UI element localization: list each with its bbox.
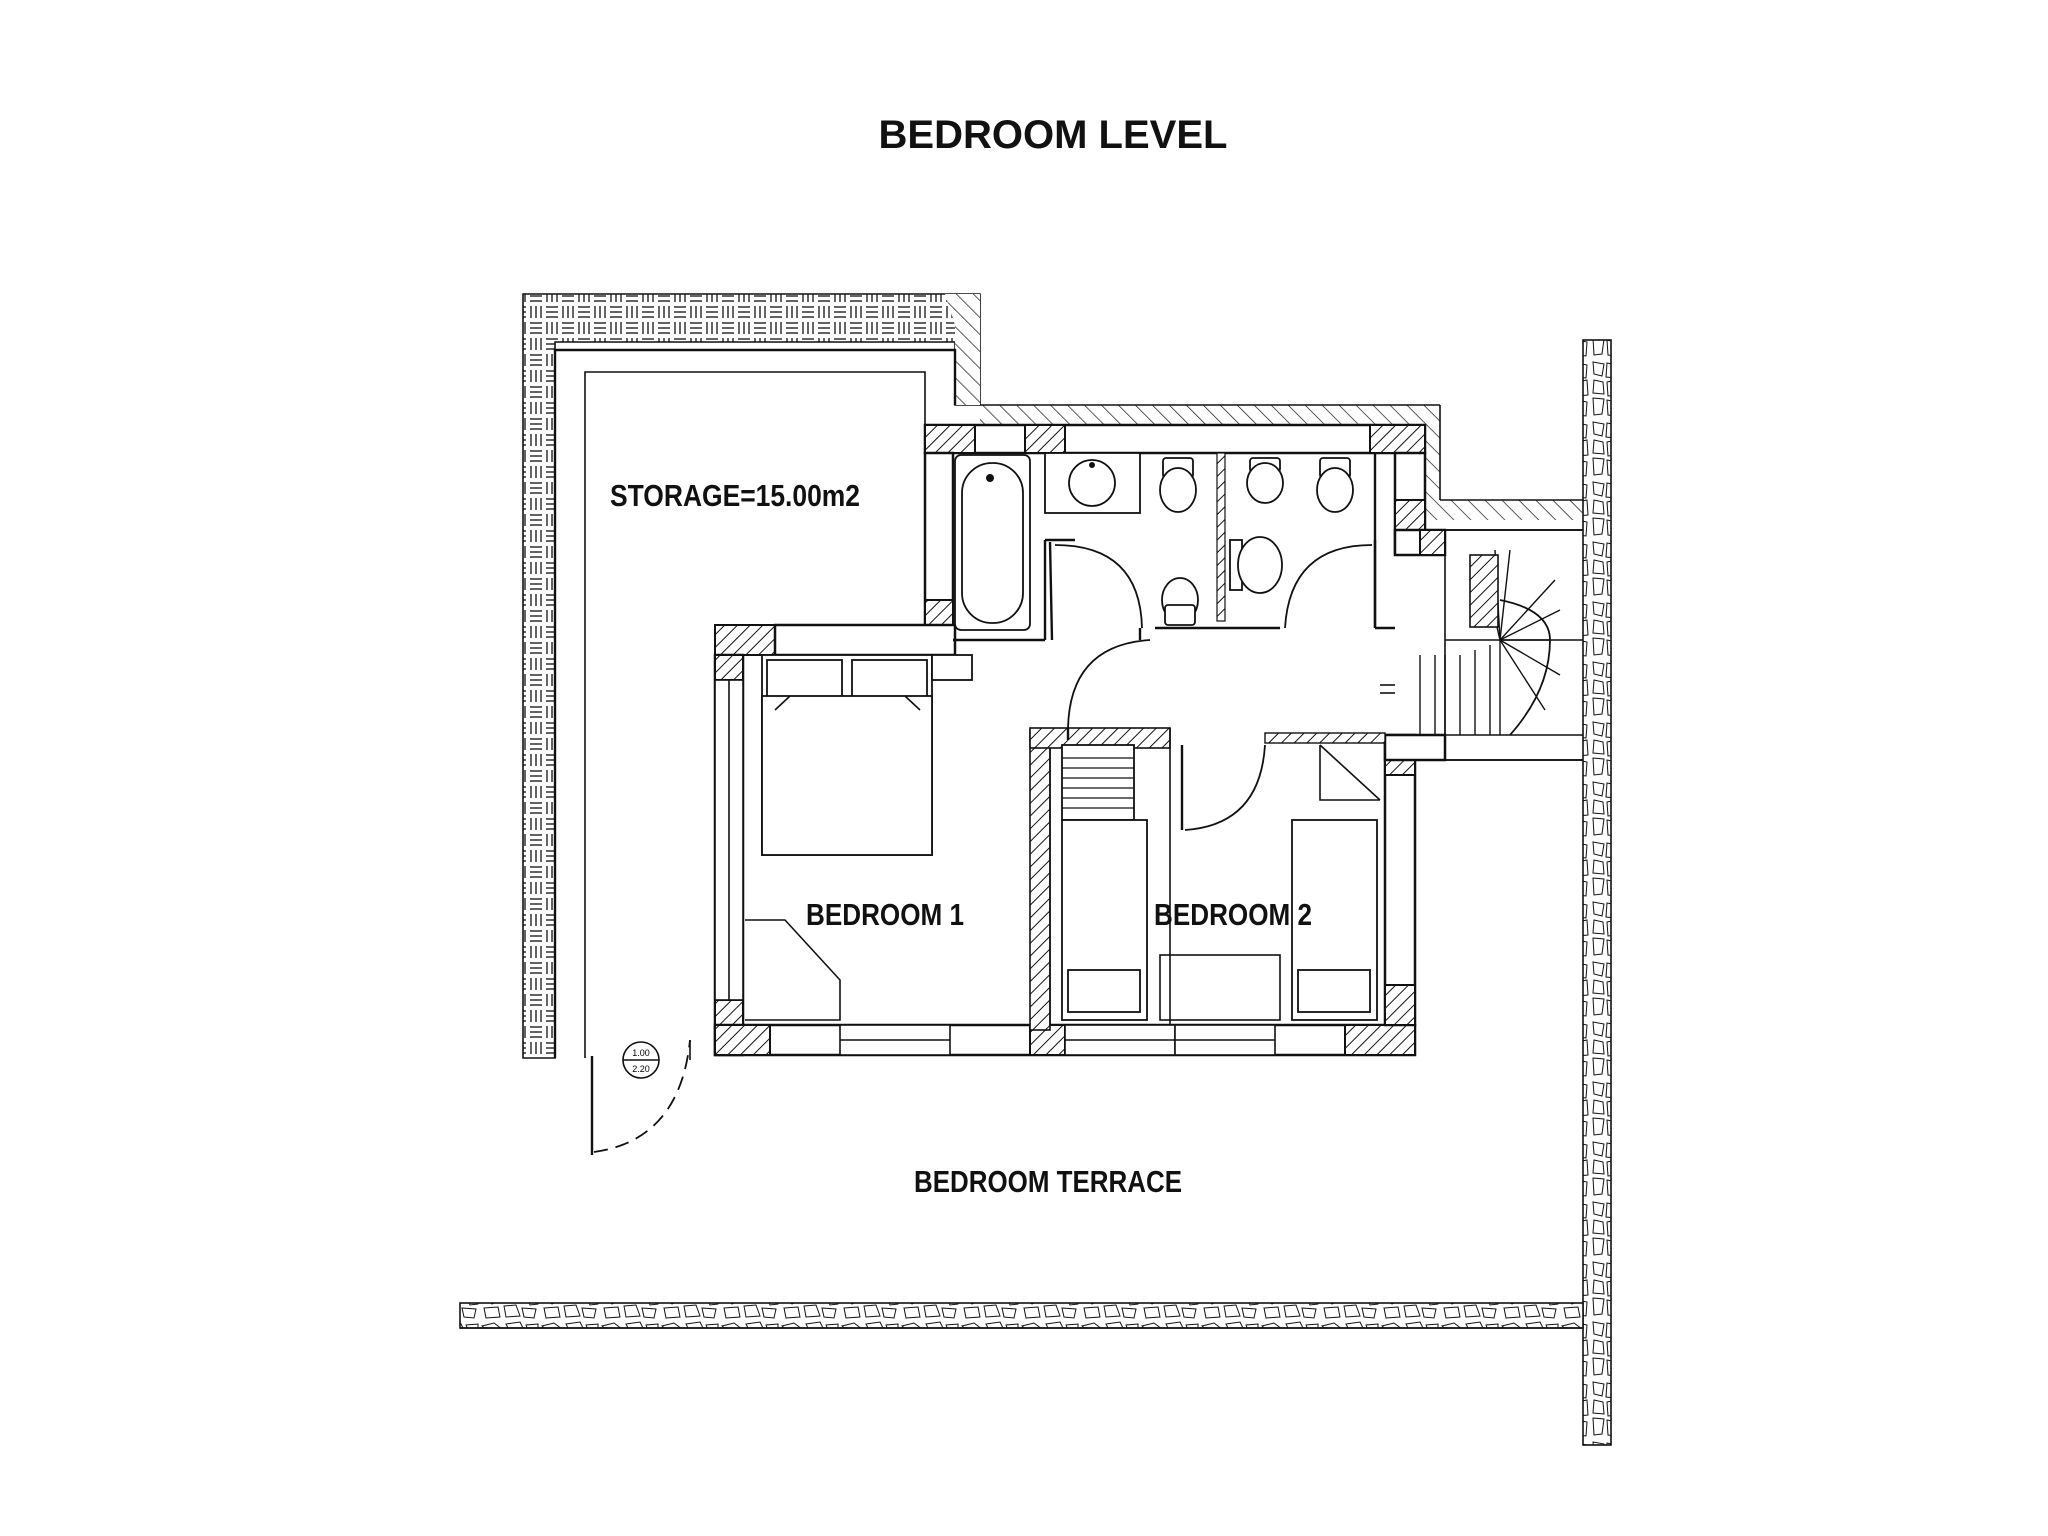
earth-hatch <box>980 404 1600 520</box>
bedroom2-furniture: BEDROOM 2 <box>1061 744 1381 1021</box>
terrace-label: BEDROOM TERRACE <box>914 1164 1182 1199</box>
storage-area: STORAGE=15.00m2 1.00 2.20 <box>522 293 981 1155</box>
bedroom1-furniture: BEDROOM 1 <box>745 654 973 1021</box>
door-swings <box>1048 540 1395 831</box>
door-tag-height: 2.20 <box>632 1064 650 1074</box>
plan-title: BEDROOM LEVEL <box>879 113 1228 157</box>
terrace-area: BEDROOM TERRACE <box>459 339 1612 1446</box>
storage-label: STORAGE=15.00m2 <box>610 478 860 513</box>
bedroom2-label: BEDROOM 2 <box>1154 897 1312 932</box>
bedroom1-label: BEDROOM 1 <box>806 897 964 932</box>
staircase <box>1419 529 1601 761</box>
building-walls <box>713 423 1447 1057</box>
door-tag: 1.00 2.20 <box>622 1041 660 1079</box>
door-tag-width: 1.00 <box>632 1048 650 1058</box>
bathroom-fixtures <box>954 452 1354 631</box>
